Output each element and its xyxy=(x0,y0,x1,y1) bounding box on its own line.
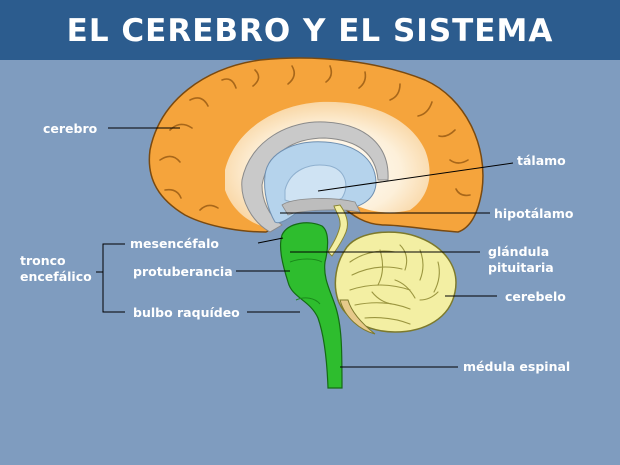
brainstem-shape xyxy=(279,222,343,389)
cerebellum-shape xyxy=(334,231,457,335)
pons-line xyxy=(289,258,323,263)
label-cerebro: cerebro xyxy=(43,121,98,136)
label-bulbo: bulbo raquídeo xyxy=(133,305,240,320)
title-bar xyxy=(0,0,620,60)
gyri-lines xyxy=(159,65,471,211)
label-cerebelo: cerebelo xyxy=(505,289,566,304)
corpus-callosum xyxy=(241,121,389,233)
label-pituitaria: pituitaria xyxy=(488,260,554,275)
pointer-lines xyxy=(96,127,514,368)
label-encefalico: encefálico xyxy=(20,269,92,284)
label-glandula: glándula xyxy=(488,244,550,259)
label-medula: médula espinal xyxy=(463,359,571,374)
label-tronco: tronco xyxy=(20,253,66,268)
medulla-line xyxy=(295,297,321,305)
label-talamo: tálamo xyxy=(517,153,566,168)
label-mesencefalo: mesencéfalo xyxy=(130,236,219,251)
label-hipotalamo: hipotálamo xyxy=(494,206,574,221)
fornix xyxy=(281,198,361,216)
label-protuberancia: protuberancia xyxy=(133,264,233,279)
